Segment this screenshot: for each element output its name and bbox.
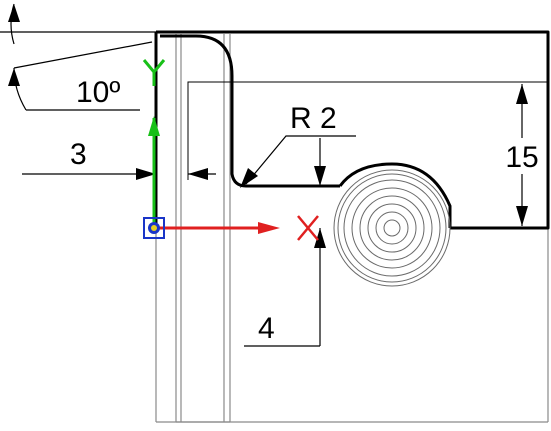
y-axis: [142, 59, 166, 226]
dimension-3[interactable]: 3: [22, 138, 216, 180]
dimension-radius-label: R 2: [290, 102, 337, 135]
x-axis: [156, 222, 280, 234]
dimension-15[interactable]: 15: [500, 84, 544, 226]
dimension-4[interactable]: 4: [244, 138, 326, 347]
origin-icon[interactable]: [143, 217, 165, 239]
dimension-15-label: 15: [505, 141, 538, 174]
hole-feature[interactable]: [333, 169, 451, 287]
dimension-angle[interactable]: 10º: [0, 3, 156, 111]
y-axis-label-glyph: [142, 59, 166, 86]
dimension-4-label: 4: [258, 312, 275, 345]
target-cross-icon[interactable]: [297, 215, 319, 241]
dimension-angle-label: 10º: [76, 76, 120, 109]
dimension-radius[interactable]: R 2: [240, 102, 356, 188]
dimension-3-label: 3: [70, 138, 87, 171]
sketch-profile[interactable]: [154, 30, 550, 230]
dimension-15-extension: [187, 81, 548, 180]
